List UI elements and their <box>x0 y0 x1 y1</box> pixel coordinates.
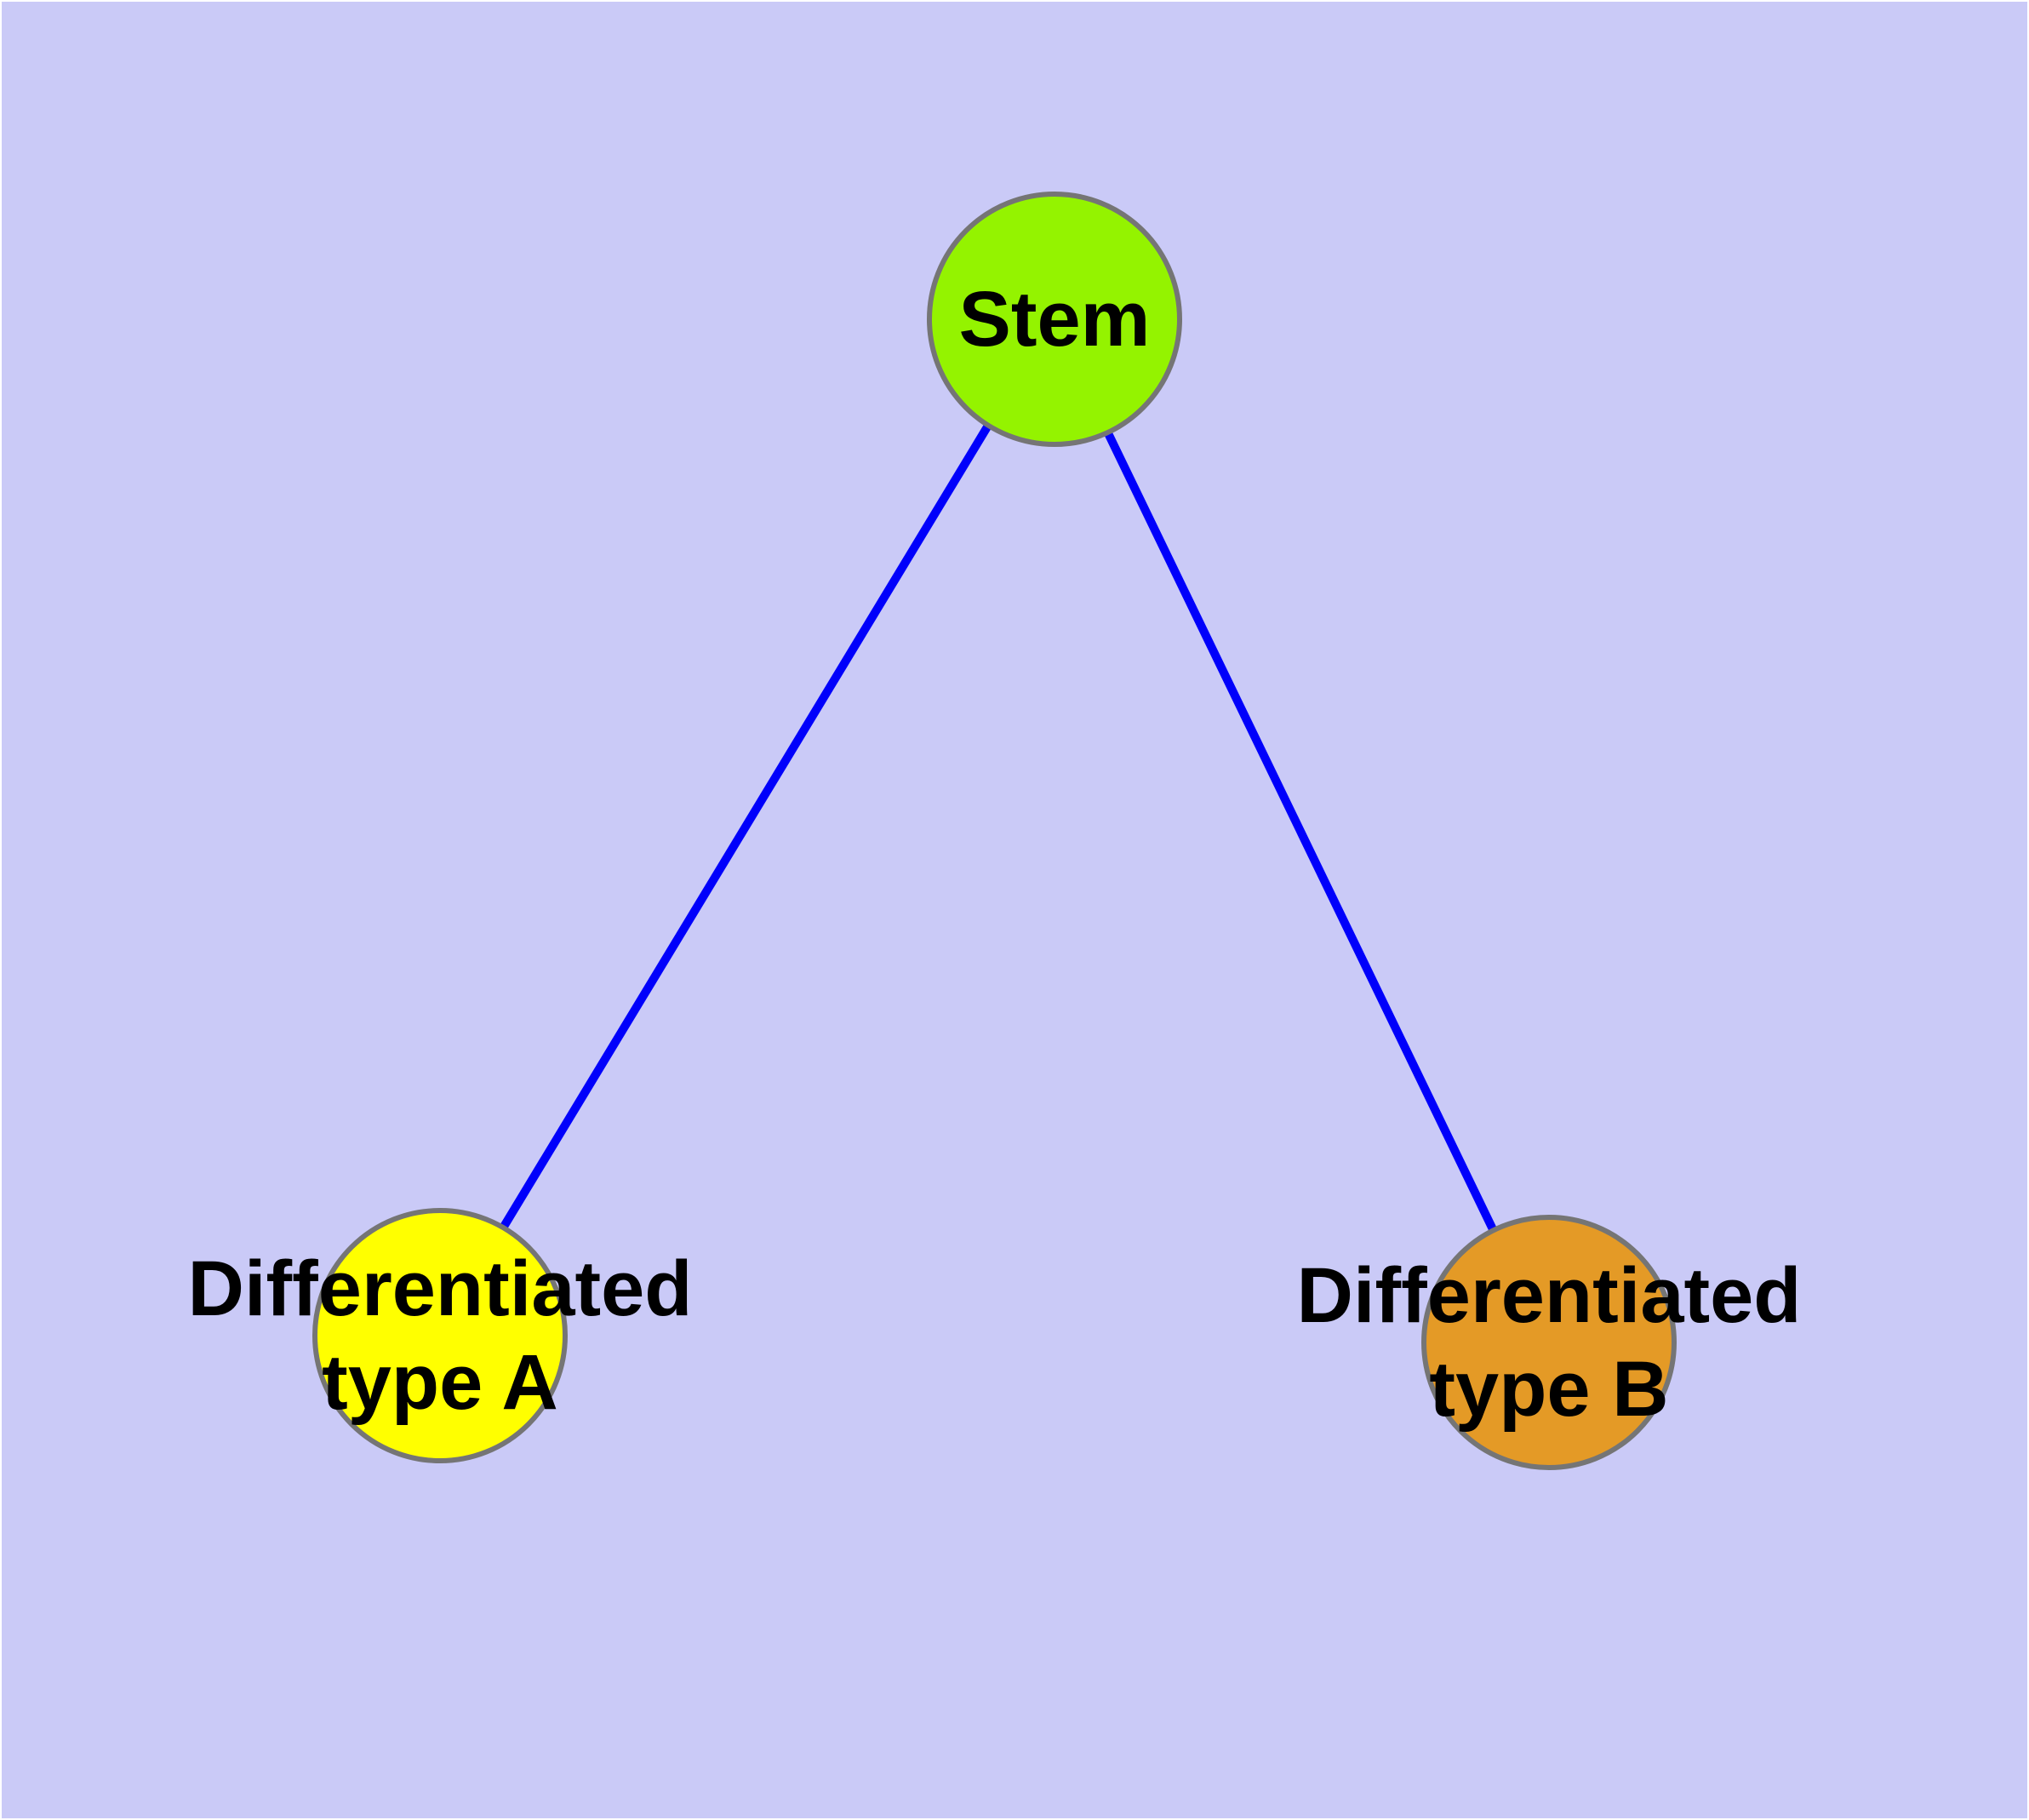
label-line-1: Differentiated <box>1296 1252 1802 1339</box>
node-label-differentiated-type-b: Differentiated type B <box>1297 1249 1802 1436</box>
node-differentiated-type-a[interactable] <box>312 1208 568 1463</box>
label-line-2: type B <box>1429 1346 1669 1433</box>
label-line-1: Differentiated <box>187 1245 693 1332</box>
node-stem[interactable] <box>927 192 1182 447</box>
node-differentiated-type-b[interactable] <box>1421 1215 1677 1470</box>
edge-stem-to-type-b <box>1049 317 1551 1342</box>
node-label-differentiated-type-a: Differentiated type A <box>188 1242 693 1429</box>
label-line-2: type A <box>322 1339 558 1426</box>
edge-stem-to-type-a <box>435 316 1057 1336</box>
node-label-stem: Stem <box>958 276 1151 363</box>
